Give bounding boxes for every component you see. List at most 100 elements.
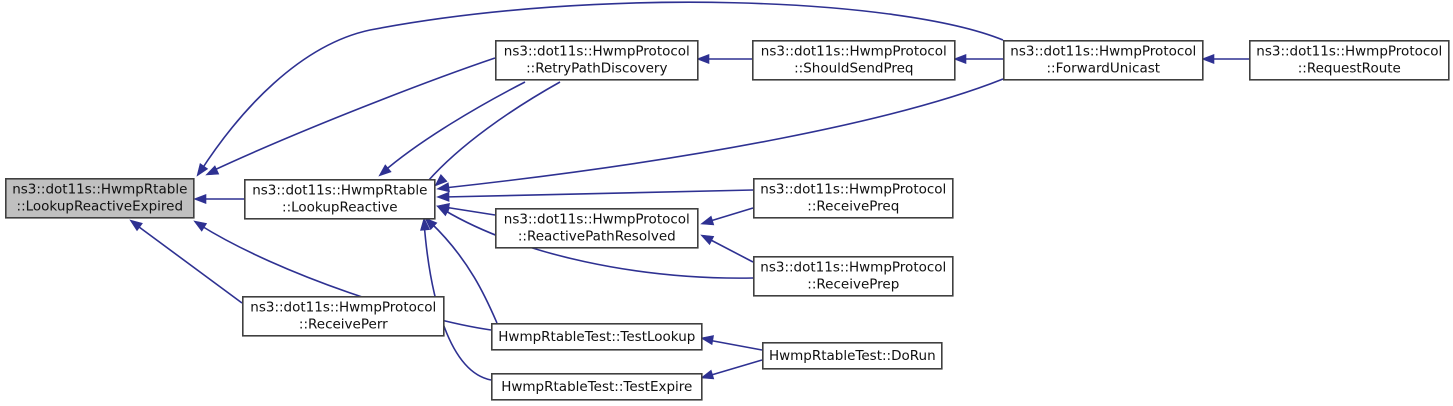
- edge-arrowhead: [700, 369, 715, 380]
- graph-edge: [378, 81, 526, 177]
- edge-line: [209, 57, 496, 173]
- graph-edge: [196, 1, 1004, 177]
- node-label-line1: ns3::dot11s::HwmpProtocol: [761, 44, 947, 60]
- edge-line: [443, 209, 754, 279]
- graph-edge: [700, 335, 763, 351]
- edge-line: [199, 1, 1004, 173]
- graph-edge: [436, 78, 1004, 193]
- graph-edge: [700, 359, 763, 380]
- node-box[interactable]: [761, 341, 943, 370]
- edge-arrowhead: [436, 182, 450, 193]
- node-label-line1: ns3::dot11s::HwmpProtocol: [1256, 44, 1442, 60]
- graph-nodes-layer: ns3::dot11s::HwmpRtable::LookupReactiveE…: [5, 39, 1450, 401]
- node-label-line2: ::ShouldSendPreq: [794, 61, 913, 77]
- node-box[interactable]: [494, 208, 699, 249]
- node-box[interactable]: [244, 179, 436, 220]
- graph-node-request_route[interactable]: ns3::dot11s::HwmpProtocol::RequestRoute: [1249, 39, 1450, 81]
- graph-node-receive_preq[interactable]: ns3::dot11s::HwmpProtocol::ReceivePreq: [752, 178, 954, 219]
- graph-edge: [193, 220, 492, 331]
- edge-line: [427, 81, 561, 182]
- node-box[interactable]: [490, 372, 703, 401]
- graph-edge: [953, 53, 1003, 65]
- graph-node-forward_unicast[interactable]: ns3::dot11s::HwmpProtocol::ForwardUnicas…: [1002, 39, 1204, 81]
- graph-edge: [696, 53, 752, 65]
- node-label-line2: ::ReceivePerr: [299, 317, 388, 333]
- graph-edges-layer: [129, 1, 1249, 381]
- node-label-line1: ns3::dot11s::HwmpProtocol: [250, 300, 436, 316]
- graph-edge: [193, 193, 244, 205]
- node-box[interactable]: [751, 39, 956, 81]
- edge-arrowhead: [434, 174, 448, 187]
- edge-arrowhead: [1201, 53, 1215, 65]
- graph-node-retry_path_discovery[interactable]: ns3::dot11s::HwmpProtocol::RetryPathDisc…: [494, 39, 699, 81]
- node-label-line1: HwmpRtableTest::DoRun: [769, 348, 936, 364]
- edge-arrowhead: [196, 163, 209, 177]
- graph-edge: [700, 207, 754, 226]
- graph-node-lookup_reactive_expired[interactable]: ns3::dot11s::HwmpRtable::LookupReactiveE…: [5, 178, 195, 219]
- edge-arrowhead: [436, 202, 450, 213]
- node-box[interactable]: [242, 295, 445, 337]
- node-label-line1: ns3::dot11s::HwmpRtable: [252, 183, 427, 199]
- edge-line: [443, 189, 754, 198]
- edge-arrowhead: [700, 215, 715, 226]
- graph-node-receive_perr[interactable]: ns3::dot11s::HwmpProtocol::ReceivePerr: [242, 295, 445, 337]
- node-label-line2: ::LookupReactive: [282, 200, 398, 216]
- node-box[interactable]: [752, 255, 954, 297]
- graph-edge: [427, 81, 561, 187]
- node-label-line1: ns3::dot11s::HwmpProtocol: [504, 44, 690, 60]
- edge-arrowhead: [205, 165, 220, 176]
- edge-arrowhead: [193, 220, 208, 232]
- graph-node-do_run[interactable]: HwmpRtableTest::DoRun: [761, 341, 943, 370]
- edge-line: [429, 221, 498, 324]
- edge-line: [443, 78, 1004, 189]
- graph-edge: [205, 57, 496, 176]
- edge-line: [134, 223, 243, 304]
- node-box[interactable]: [490, 322, 703, 351]
- node-label-line2: ::ReceivePreq: [807, 199, 899, 215]
- edge-arrowhead: [953, 53, 967, 65]
- node-box[interactable]: [494, 39, 699, 81]
- node-box[interactable]: [1002, 39, 1204, 81]
- graph-edge: [700, 234, 754, 263]
- node-label-line1: ns3::dot11s::HwmpProtocol: [760, 182, 946, 198]
- node-label-line2: ::ForwardUnicast: [1046, 61, 1160, 77]
- edge-arrowhead: [193, 193, 207, 205]
- node-box[interactable]: [752, 178, 954, 219]
- graph-edge: [436, 202, 496, 216]
- edge-line: [706, 237, 754, 263]
- node-label-line1: ns3::dot11s::HwmpProtocol: [760, 260, 946, 276]
- node-box[interactable]: [1249, 39, 1450, 81]
- node-label-line2: ::ReactivePathResolved: [518, 229, 676, 245]
- graph-node-test_expire[interactable]: HwmpRtableTest::TestExpire: [490, 372, 703, 401]
- edge-arrowhead: [129, 219, 143, 232]
- node-label-line2: ::RequestRoute: [1298, 61, 1401, 77]
- graph-edge: [424, 217, 498, 324]
- edge-arrowhead: [420, 217, 431, 231]
- graph-node-receive_prep[interactable]: ns3::dot11s::HwmpProtocol::ReceivePrep: [752, 255, 954, 297]
- node-label-line1: HwmpRtableTest::TestLookup: [498, 329, 695, 345]
- edge-arrowhead: [378, 164, 392, 177]
- node-label-line1: ns3::dot11s::HwmpProtocol: [1010, 44, 1196, 60]
- edge-line: [443, 206, 496, 216]
- graph-edge: [129, 219, 243, 304]
- edge-line: [706, 207, 754, 223]
- graph-node-reactive_path_resolved[interactable]: ns3::dot11s::HwmpProtocol::ReactivePathR…: [494, 208, 699, 249]
- graph-node-test_lookup[interactable]: HwmpRtableTest::TestLookup: [490, 322, 703, 351]
- node-label-line1: ns3::dot11s::HwmpProtocol: [504, 212, 690, 228]
- edge-line: [707, 339, 763, 351]
- edge-line: [707, 359, 763, 377]
- graph-node-lookup_reactive[interactable]: ns3::dot11s::HwmpRtable::LookupReactive: [244, 179, 436, 220]
- graph-node-should_send_preq[interactable]: ns3::dot11s::HwmpProtocol::ShouldSendPre…: [751, 39, 956, 81]
- node-label-line2: ::RetryPathDiscovery: [526, 61, 667, 77]
- node-label-line1: ns3::dot11s::HwmpRtable: [12, 182, 187, 198]
- graph-edge: [436, 189, 754, 202]
- node-box[interactable]: [5, 178, 195, 219]
- edge-arrowhead: [700, 234, 715, 246]
- node-label-line2: ::ReceivePrep: [807, 277, 899, 293]
- edge-line: [381, 81, 526, 174]
- graph-edge: [1201, 53, 1249, 65]
- node-label-line2: ::LookupReactiveExpired: [17, 199, 184, 215]
- edge-arrowhead: [700, 335, 714, 346]
